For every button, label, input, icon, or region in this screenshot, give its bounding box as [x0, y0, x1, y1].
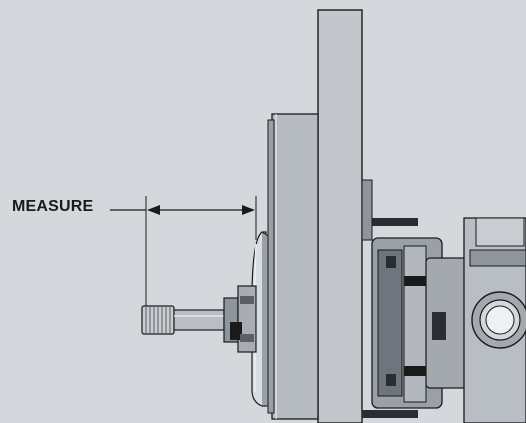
wall-panel	[317, 9, 363, 423]
arrowhead-left	[147, 205, 160, 215]
arrowhead-right	[242, 205, 255, 215]
valve-stem	[141, 305, 225, 335]
measure-dimension	[110, 196, 257, 306]
stud-top	[362, 218, 418, 226]
bonnet-nut	[223, 285, 257, 353]
stud-bottom	[362, 410, 418, 418]
trim-plate	[267, 113, 319, 420]
measure-label: MEASURE	[12, 198, 94, 215]
valve-body	[361, 179, 526, 423]
